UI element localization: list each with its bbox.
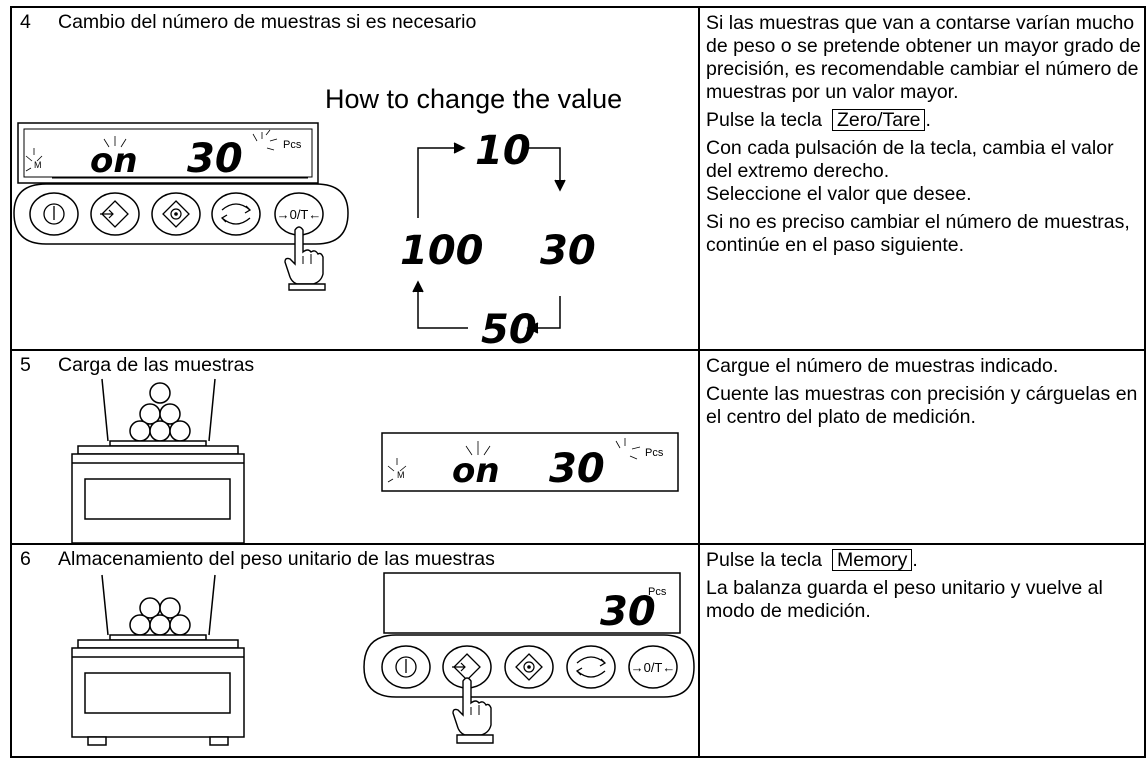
memory-key[interactable]: [90, 192, 140, 236]
mode-key[interactable]: [504, 645, 554, 689]
instruction-text: Seleccione el valor que desee.: [706, 183, 972, 205]
step-6-row: 6 Almacenamiento del peso unitario de las…: [10, 543, 1146, 758]
instruction-text: Cargue el número de muestras indicado.: [706, 355, 1059, 377]
value-cycle: 10 30 50 100: [400, 128, 596, 353]
cycle-value-30: 30: [540, 228, 596, 274]
display-value: 30: [549, 446, 605, 492]
sample-key[interactable]: [211, 192, 261, 236]
zero-tare-key[interactable]: →0/T←: [628, 645, 678, 689]
pressing-hand-icon: [284, 226, 326, 291]
step-5-diagram: M on 30 Pcs: [71, 378, 679, 544]
cycle-value-10: 10: [475, 128, 531, 174]
step-4-diagram: How to change the value M: [13, 84, 622, 353]
balance-with-samples: [71, 574, 245, 746]
step-title: Carga de las muestras: [58, 354, 255, 376]
diagram-heading: How to change the value: [325, 84, 622, 114]
instruction-text: Pulse la tecla: [706, 109, 822, 131]
step-5-row: 5 Carga de las muestras M: [10, 349, 1146, 545]
instruction-text: Cuente las muestras con precisión y cárg…: [706, 383, 1138, 428]
step-number: 6: [20, 548, 31, 570]
zero-tare-key-label: →0/T←: [631, 660, 676, 675]
step-number: 4: [20, 11, 31, 33]
memory-indicator: M: [34, 160, 42, 170]
cycle-arrows-icon: [220, 203, 252, 225]
power-icon: [395, 656, 417, 678]
step-6-diagram: 30 Pcs: [71, 572, 695, 746]
memory-key-name: Memory: [831, 549, 913, 571]
step-6-illustration-cell: 6 Almacenamiento del peso unitario de las…: [10, 543, 700, 758]
target-diamond-icon: [515, 653, 543, 681]
cycle-arrows-icon: [575, 656, 607, 678]
display-value: 30: [600, 589, 656, 635]
instruction-text: Si no es preciso cambiar el número de mu…: [706, 211, 1130, 256]
power-key[interactable]: [381, 645, 431, 689]
step-5-heading: 5 Carga de las muestras: [20, 354, 254, 377]
cycle-value-100: 100: [400, 228, 484, 274]
mode-key[interactable]: [151, 192, 201, 236]
instruction-text: Pulse la tecla: [706, 549, 822, 571]
instruction-text: Con cada pulsación de la tecla, cambia e…: [706, 137, 1114, 182]
diamond-arrow-icon: [101, 200, 129, 228]
step-4-heading: 4 Cambio del número de muestras si es nec…: [20, 11, 476, 34]
balance-with-samples: [71, 378, 245, 544]
power-key[interactable]: [29, 192, 79, 236]
step-4-instructions: Si las muestras que van a contarse varía…: [698, 6, 1146, 351]
step-4-illustration-cell: 4 Cambio del número de muestras si es nec…: [10, 6, 700, 353]
unit-label: Pcs: [283, 139, 302, 151]
cycle-value-50: 50: [481, 307, 537, 353]
display-value: 30: [187, 136, 243, 182]
step-4-row: 4 Cambio del número de muestras si es nec…: [10, 6, 1146, 353]
display-word: on: [452, 451, 500, 491]
zero-tare-key-name: Zero/Tare: [831, 109, 926, 131]
memory-indicator: M: [397, 470, 405, 480]
zero-tare-key-label: →0/T←: [277, 207, 322, 222]
instruction-table: 4 Cambio del número de muestras si es nec…: [10, 6, 1146, 758]
step-title: Cambio del número de muestras si es nece…: [58, 11, 477, 33]
balance-display: M on 30 Pcs: [17, 122, 319, 184]
instruction-text: La balanza guarda el peso unitario y vue…: [706, 577, 1103, 622]
step-5-illustration-cell: 5 Carga de las muestras M: [10, 349, 700, 545]
target-diamond-icon: [162, 200, 190, 228]
step-6-heading: 6 Almacenamiento del peso unitario de las…: [20, 548, 495, 571]
keypad: →0/T←: [363, 634, 695, 744]
balance-display: 30 Pcs: [383, 572, 681, 635]
balance-display: M on 30 Pcs: [381, 432, 679, 492]
display-word: on: [90, 141, 138, 181]
instruction-text: Si las muestras que van a contarse varía…: [706, 12, 1141, 103]
pressing-hand-icon: [452, 677, 494, 744]
power-icon: [43, 203, 65, 225]
step-number: 5: [20, 354, 31, 376]
flash-marks: [25, 129, 278, 172]
step-title: Almacenamiento del peso unitario de las …: [58, 548, 495, 570]
sample-key[interactable]: [566, 645, 616, 689]
unit-label: Pcs: [648, 586, 667, 598]
keypad: →0/T←: [13, 177, 349, 291]
unit-label: Pcs: [645, 447, 664, 459]
step-5-instructions: Cargue el número de muestras indicado. C…: [698, 349, 1146, 545]
